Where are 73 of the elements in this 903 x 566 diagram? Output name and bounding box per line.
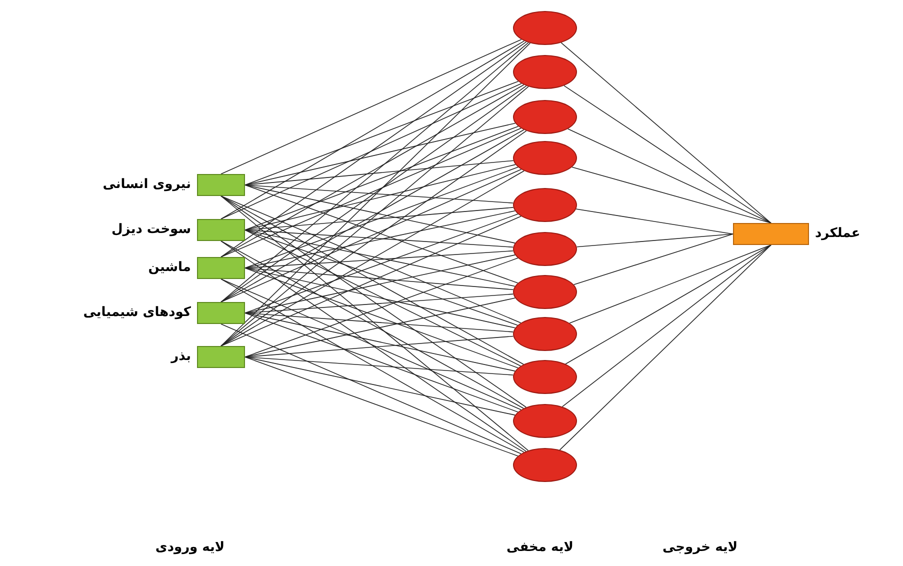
connection-line [244,230,514,248]
connection-line [244,230,516,287]
connection-line [220,278,524,453]
connection-line [244,268,518,368]
connection-line [560,42,772,224]
node-label: نیروی انسانی [102,177,191,193]
connection-line [244,312,518,412]
connection-line [220,196,527,408]
connection-line [244,207,514,230]
connection-line [559,244,772,450]
connection-line [573,234,734,285]
connection-line [244,166,518,268]
connection-line [244,356,516,416]
connection-line [562,244,772,408]
connection-line [244,184,514,204]
connection-line [244,294,514,314]
node-label: کودهای شیمیایی [83,305,191,321]
connection-line [220,240,526,452]
connection-line [244,312,514,332]
connection-line [244,356,514,376]
connection-line [220,196,524,365]
connection-line [244,164,516,230]
layer-label: لایه خروجی [662,540,738,556]
connection-line [220,40,525,220]
connection-line [220,41,527,258]
connection-line [244,312,516,372]
node-label: بذر [171,349,191,365]
connection-line [220,324,522,454]
connection-line [244,160,514,186]
layer-label: لایه ورودی [155,540,225,556]
connection-line [220,129,524,302]
connection-line [244,268,514,290]
connection-line [569,244,772,324]
connection-line [576,234,734,248]
connection-line [220,240,524,409]
connection-line [220,168,522,302]
connection-line [244,298,516,358]
connection-line [220,196,522,324]
connection-line [220,130,527,346]
connection-line [220,84,524,258]
connection-line [220,216,522,346]
connection-line [244,80,519,186]
connection-line [244,356,518,456]
connection-line [244,214,518,314]
connection-line [244,210,516,268]
connection-line [244,336,514,358]
node-label: سوخت دیزل [111,222,191,238]
connection-line [244,122,516,186]
connection-line [244,184,516,244]
connection-line [244,254,516,314]
connection-line [244,258,518,358]
connection-line [220,85,527,302]
connection-line [565,244,772,364]
connection-line [220,278,522,410]
connection-line [244,250,514,268]
connection-line [244,230,518,326]
layer-label: لایه مخفی [506,540,574,556]
connection-line [220,42,529,302]
connection-line [244,184,518,284]
node-label: ماشین [148,260,191,276]
connection-line [572,166,772,224]
connection-line [244,126,519,230]
connection-line [244,268,516,328]
connection-line [576,208,734,234]
node-label: عملکرد [815,226,860,242]
connection-line [220,83,522,220]
connection-line [220,39,522,174]
connection-line [220,128,522,258]
connection-line [244,230,522,366]
connection-line [220,170,524,346]
connection-line [568,128,772,224]
connection-line [220,196,529,451]
connection-line [564,85,772,224]
